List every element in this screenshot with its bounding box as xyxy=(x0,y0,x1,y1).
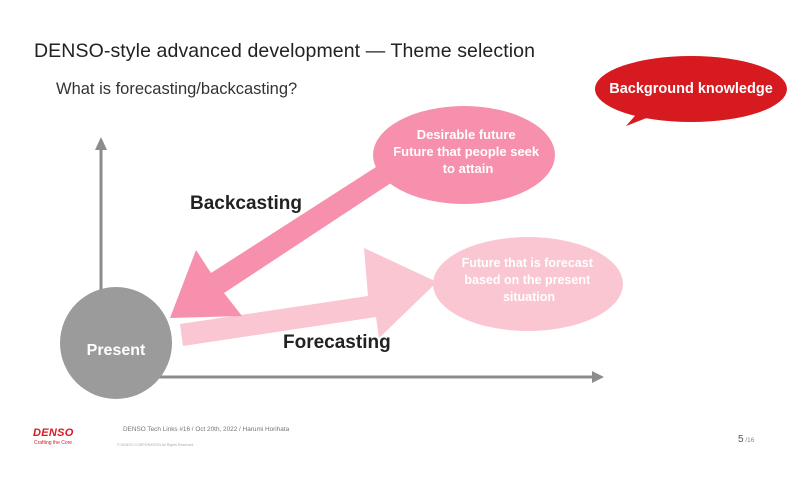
forecast-future-ellipse xyxy=(433,237,623,331)
background-knowledge-badge: Background knowledge xyxy=(595,56,787,126)
page-number: 5 /16 xyxy=(738,434,754,445)
page-current: 5 xyxy=(738,434,744,445)
badge-text: Background knowledge xyxy=(609,81,773,97)
present-circle xyxy=(60,287,172,399)
backcasting-arrow xyxy=(170,167,391,318)
desirable-future-node: Desirable future Future that people seek… xyxy=(373,106,555,204)
desirable-future-line-1: Desirable future xyxy=(417,127,516,142)
footer-copyright: © DENSO CORPORATION All Rights Reserved. xyxy=(117,443,195,447)
forecast-future-line-2: based on the present xyxy=(464,273,591,287)
forecast-future-line-3: situation xyxy=(503,290,555,304)
forecast-future-text: Future that is forecast based on the pre… xyxy=(462,256,597,304)
page-total: /16 xyxy=(743,437,755,444)
vertical-axis-arrowhead xyxy=(95,137,107,150)
desirable-future-line-3: to attain xyxy=(443,161,494,176)
forecast-future-line-1: Future that is forecast xyxy=(462,256,594,270)
forecast-future-node: Future that is forecast based on the pre… xyxy=(433,237,623,331)
horizontal-axis-arrowhead xyxy=(592,371,604,383)
logo-tagline: Crafting the Core xyxy=(34,440,73,446)
present-node: Present xyxy=(60,287,172,399)
backcasting-label: Backcasting xyxy=(190,193,302,214)
desirable-future-line-2: Future that people seek xyxy=(393,144,540,159)
slide-title: DENSO-style advanced development — Theme… xyxy=(34,40,536,62)
present-label: Present xyxy=(87,342,146,359)
denso-logo: DENSO xyxy=(33,427,74,439)
badge-bubble xyxy=(595,56,787,122)
desirable-future-ellipse xyxy=(373,106,555,204)
forecasting-label: Forecasting xyxy=(283,332,391,353)
desirable-future-text: Desirable future Future that people seek… xyxy=(393,127,543,176)
slide-subtitle: What is forecasting/backcasting? xyxy=(56,80,298,98)
forecasting-arrow xyxy=(180,248,437,346)
footer-event-info: DENSO Tech Links #16 / Oct 20th, 2022 / … xyxy=(123,426,290,433)
horizontal-axis xyxy=(101,371,604,383)
